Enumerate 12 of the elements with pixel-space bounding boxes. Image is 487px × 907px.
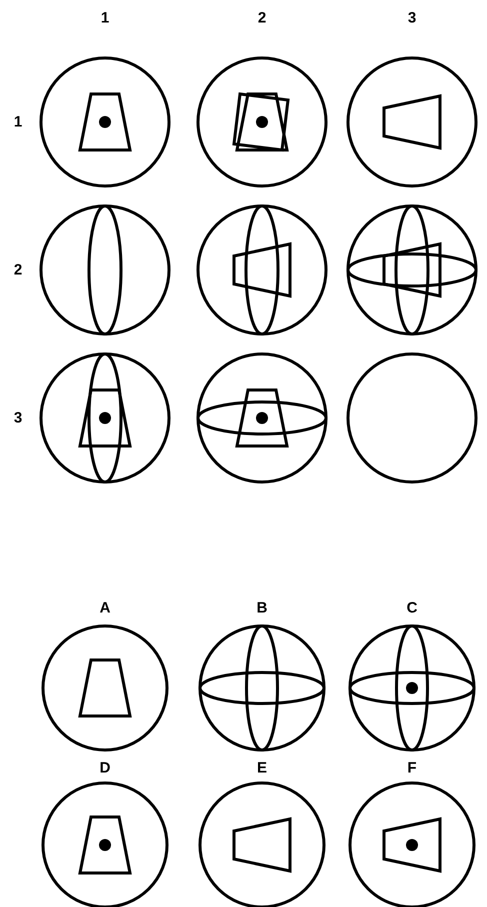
grid-index-label: 3 (14, 410, 22, 426)
grid-index-label: 2 (14, 262, 22, 278)
grid-index-label: 3 (408, 10, 416, 26)
option-letter: A (100, 600, 110, 616)
grid-index-label: 1 (14, 114, 22, 130)
option-letter: E (257, 760, 267, 776)
option-letter: C (406, 600, 418, 616)
option-letter: F (407, 760, 417, 776)
grid-index-label: 1 (100, 10, 110, 26)
option-letter: D (100, 760, 110, 776)
option-letter: B (256, 600, 268, 616)
grid-index-label: 2 (258, 10, 266, 26)
